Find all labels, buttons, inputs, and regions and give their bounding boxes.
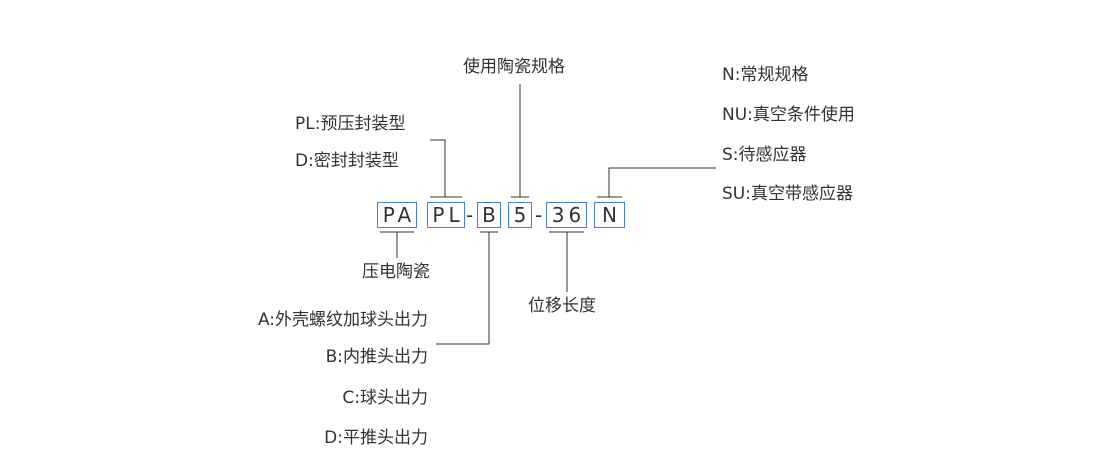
code-segment-pa: PA	[377, 202, 417, 228]
package-option: D:密封封装型	[295, 151, 399, 171]
output-option: A:外壳螺纹加球头出力	[257, 310, 428, 330]
package-option: PL:预压封装型	[295, 114, 406, 134]
type-option: N:常规规格	[722, 65, 809, 85]
code-separator: -	[535, 203, 543, 227]
type-option: NU:真空条件使用	[722, 105, 855, 125]
line-n-to-label	[608, 167, 716, 197]
label-ceramic-spec: 使用陶瓷规格	[463, 57, 565, 77]
code-segment-5: 5	[508, 202, 532, 228]
line-pl-to-label	[430, 139, 446, 197]
label-piezo-ceramic: 压电陶瓷	[362, 262, 430, 282]
code-segment-b: B	[477, 202, 501, 228]
code-separator: -	[466, 203, 474, 227]
code-segment-36: 36	[546, 202, 587, 228]
output-option: B:内推头出力	[325, 347, 428, 367]
output-option: D:平推头出力	[324, 428, 428, 448]
code-segment-pl: PL	[427, 202, 465, 228]
line-b-to-label	[436, 232, 490, 345]
code-segment-n: N	[594, 202, 625, 228]
label-displacement: 位移长度	[528, 296, 596, 316]
type-option: SU:真空带感应器	[722, 184, 853, 204]
output-option: C:球头出力	[342, 388, 428, 408]
type-option: S:待感应器	[722, 145, 807, 165]
